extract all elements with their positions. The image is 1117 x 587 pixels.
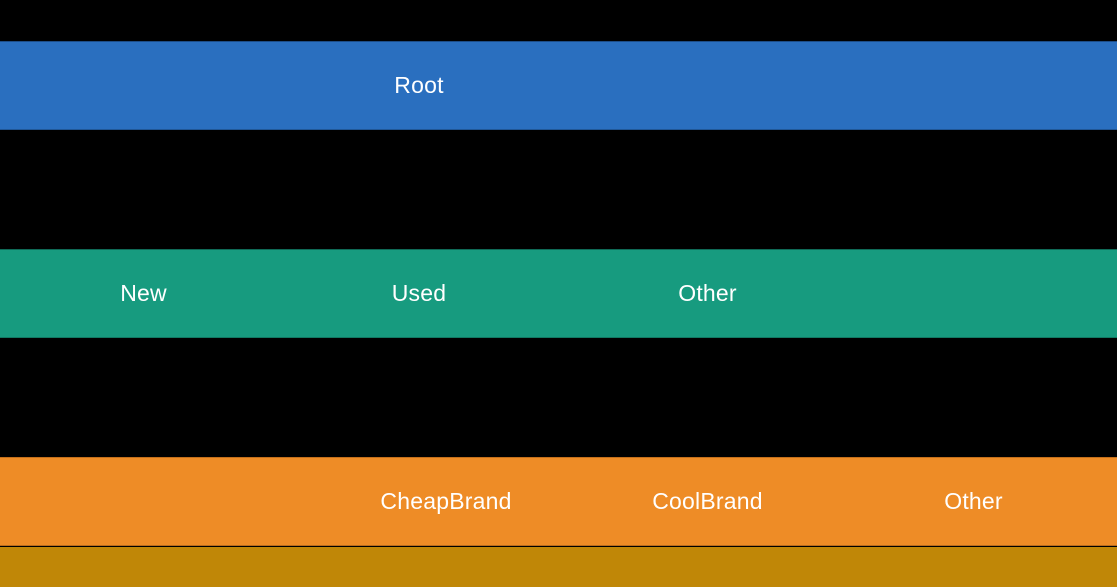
icicle-node-label: CoolBrand: [652, 488, 763, 514]
icicle-node-label: Root: [394, 72, 444, 98]
icicle-node-category-segment-2[interactable]: [243, 249, 318, 338]
icicle-node-label: Used: [391, 280, 447, 306]
icicle-node-category-segment-4[interactable]: [520, 249, 605, 338]
icicle-node-label: New: [120, 280, 167, 306]
icicle-level-category: New Used Other: [0, 249, 1117, 338]
icicle-node-label: Other: [678, 280, 737, 306]
icicle-level-leaf: [0, 547, 1117, 587]
icicle-node-brand-segment-4[interactable]: [810, 457, 872, 546]
icicle-node-category-segment-0[interactable]: [0, 249, 44, 338]
icicle-level-brand: CheapBrand CoolBrand Other: [0, 457, 1117, 546]
icicle-node-root-segment-0[interactable]: [0, 41, 318, 130]
icicle-node-leaf-segment-0[interactable]: [0, 547, 1117, 587]
icicle-node-coolbrand[interactable]: CoolBrand: [605, 457, 810, 546]
icicle-node-cheapbrand[interactable]: CheapBrand: [345, 457, 547, 546]
icicle-node-new[interactable]: New: [44, 249, 243, 338]
icicle-node-used[interactable]: Used: [318, 249, 520, 338]
icicle-node-root[interactable]: Root: [318, 41, 520, 130]
icicle-node-brand-segment-0[interactable]: [0, 457, 345, 546]
icicle-node-brand-segment-2[interactable]: [547, 457, 605, 546]
icicle-node-brand-segment-6[interactable]: [1075, 457, 1117, 546]
icicle-node-category-segment-6[interactable]: [810, 249, 1117, 338]
icicle-node-label: Other: [944, 488, 1003, 514]
icicle-level-root: Root: [0, 41, 1117, 130]
icicle-node-other[interactable]: Other: [872, 457, 1075, 546]
icicle-node-root-segment-2[interactable]: [520, 41, 1117, 130]
icicle-node-label: CheapBrand: [380, 488, 512, 514]
icicle-node-other[interactable]: Other: [605, 249, 810, 338]
